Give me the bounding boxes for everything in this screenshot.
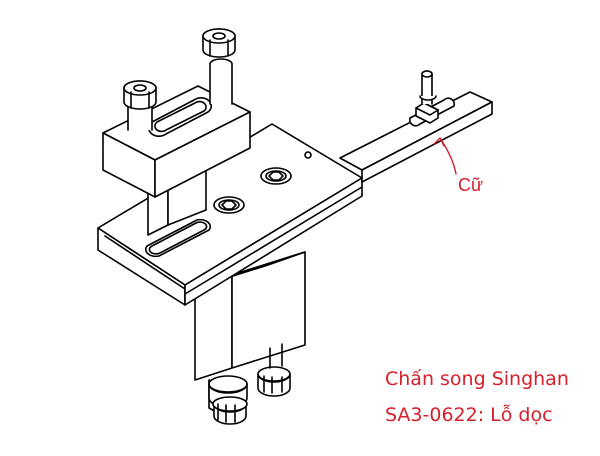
callout-arrow [433, 137, 457, 175]
caption-code: SA3-0622: Lỗ dọc [385, 404, 553, 426]
socket-screw-1 [213, 196, 245, 214]
bottom-bolt-right [257, 343, 291, 397]
bottom-bolt-left [208, 375, 248, 425]
socket-screw-2 [260, 167, 292, 185]
top-bolt-right [202, 28, 236, 105]
upper-clamp-block [102, 85, 251, 236]
slot-arm [339, 91, 493, 183]
main-plate-slot [144, 218, 212, 258]
caption-title: Chấn song Singhan [385, 368, 569, 390]
callout-label: Cữ [458, 175, 484, 195]
top-bolt-left [123, 80, 157, 131]
stop-pin [415, 70, 439, 124]
pin-hole [304, 151, 312, 159]
